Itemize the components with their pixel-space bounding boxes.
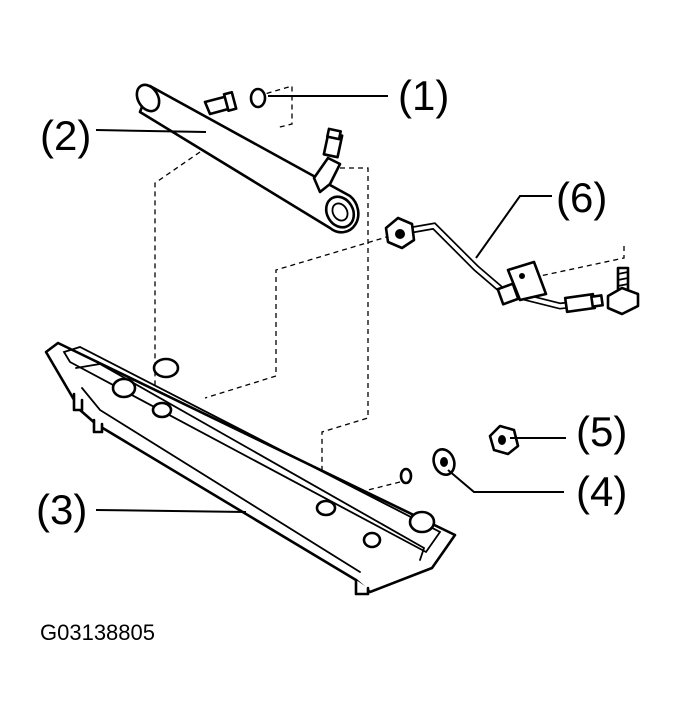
assembly-guide-lines bbox=[154, 85, 625, 495]
fuel-pipe-part-6 bbox=[384, 216, 604, 314]
lower-chamber-part-3 bbox=[44, 341, 457, 596]
figure-code: G03138805 bbox=[40, 620, 155, 645]
callout-1: (1) bbox=[398, 72, 449, 119]
callout-2: (2) bbox=[40, 112, 91, 159]
nut-part-5 bbox=[488, 424, 520, 456]
callout-6: (6) bbox=[556, 174, 607, 221]
washer-part-4 bbox=[399, 448, 456, 485]
leader-lines bbox=[95, 95, 566, 513]
fuel-rail-part-2 bbox=[135, 83, 360, 234]
callout-4: (4) bbox=[576, 468, 627, 515]
bracket-bolt bbox=[606, 266, 640, 316]
callout-5: (5) bbox=[576, 408, 627, 455]
callout-3: (3) bbox=[36, 486, 87, 533]
o-ring-part-1 bbox=[249, 87, 267, 109]
